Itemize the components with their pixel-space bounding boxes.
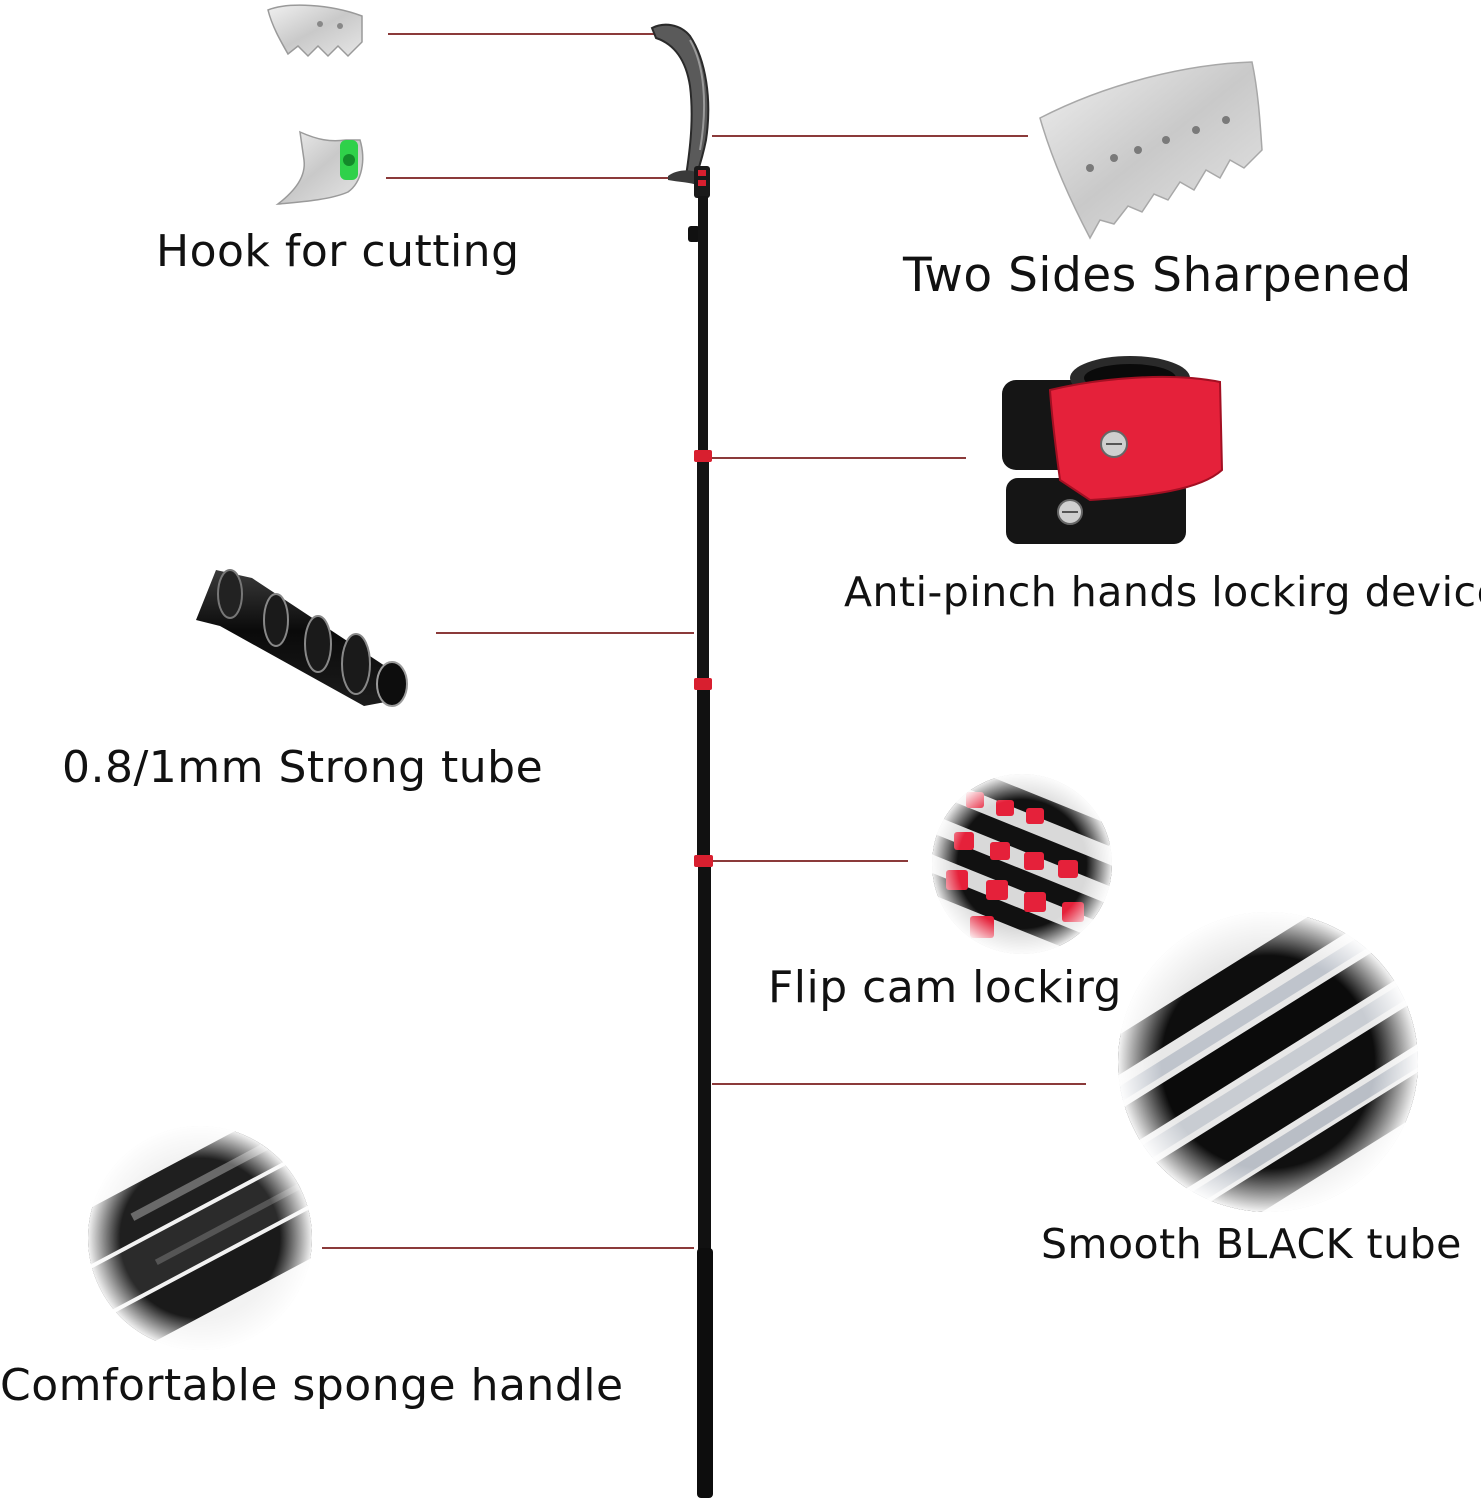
pole-collar-2 (694, 678, 712, 690)
pole-section-3 (697, 684, 710, 860)
saw-blade-icon (1039, 61, 1263, 240)
label-flip-cam: Flip cam lockirg (768, 962, 1122, 1013)
lock-clamp-icon (1002, 356, 1224, 544)
saw-blade (650, 23, 710, 177)
label-anti-pinch-lock: Anti-pinch hands lockirg device (844, 568, 1481, 616)
label-smooth-black-tube: Smooth BLACK tube (1041, 1220, 1462, 1268)
telescopic-tube-icon (196, 569, 408, 707)
black-tube-icon (1118, 912, 1418, 1212)
pole-section-1 (698, 196, 708, 456)
flip-cam-icon (932, 774, 1112, 954)
label-two-sides-sharpened: Two Sides Sharpened (903, 248, 1412, 303)
leader-lines (322, 33, 1086, 1249)
pole-saw (650, 23, 713, 1498)
label-hook-for-cutting: Hook for cutting (156, 226, 520, 277)
pole-section-2 (697, 456, 709, 684)
hook-blade-icon (267, 4, 363, 58)
pole-section-5 (697, 1248, 713, 1498)
pole-collar-3 (694, 855, 713, 867)
label-strong-tube: 0.8/1mm Strong tube (62, 742, 544, 793)
sponge-handle-icon (88, 1126, 312, 1350)
pole-hook (668, 170, 700, 186)
label-sponge-handle: Comfortable sponge handle (0, 1360, 624, 1411)
pole-collar-1 (694, 450, 712, 462)
pole-section-4 (698, 860, 711, 1250)
hook-cutter-icon (275, 130, 364, 205)
